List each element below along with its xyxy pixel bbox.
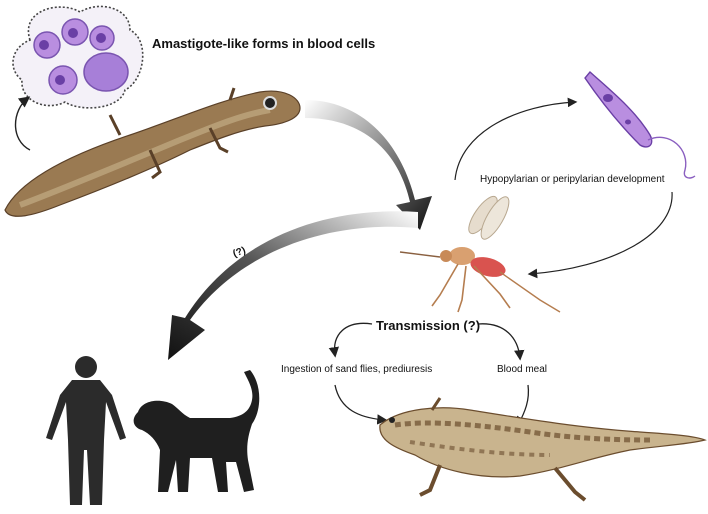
lizard-icon: [4, 87, 301, 217]
human-silhouette-icon: [46, 356, 126, 505]
arrow-sandfly-to-mammals: [168, 211, 418, 360]
arrow-transmission-right: [477, 323, 525, 361]
arrow-transmission-left: [328, 322, 373, 358]
amastigote-label: Amastigote-like forms in blood cells: [152, 36, 376, 51]
arrow-ingestion-to-gecko: [334, 384, 388, 425]
ingestion-label: Ingestion of sand flies, prediuresis: [281, 364, 433, 375]
arrow-promastigote-to-sandfly: [527, 191, 673, 279]
development-label: Hypopylarian or peripylarian development: [480, 174, 665, 185]
dog-silhouette-icon: [133, 370, 260, 492]
arrow-lizard-to-sandfly: [305, 100, 432, 230]
gecko-icon: [379, 397, 707, 502]
blood-meal-label: Blood meal: [497, 364, 548, 375]
promastigote-icon: [584, 70, 696, 179]
arrow-sandfly-to-promastigote: [454, 97, 578, 181]
transmission-label: Transmission (?): [376, 318, 481, 333]
arrow-lizard-to-cells: [14, 96, 31, 151]
sand-fly-icon: [399, 195, 561, 313]
blood-cells-icon: [12, 5, 144, 109]
